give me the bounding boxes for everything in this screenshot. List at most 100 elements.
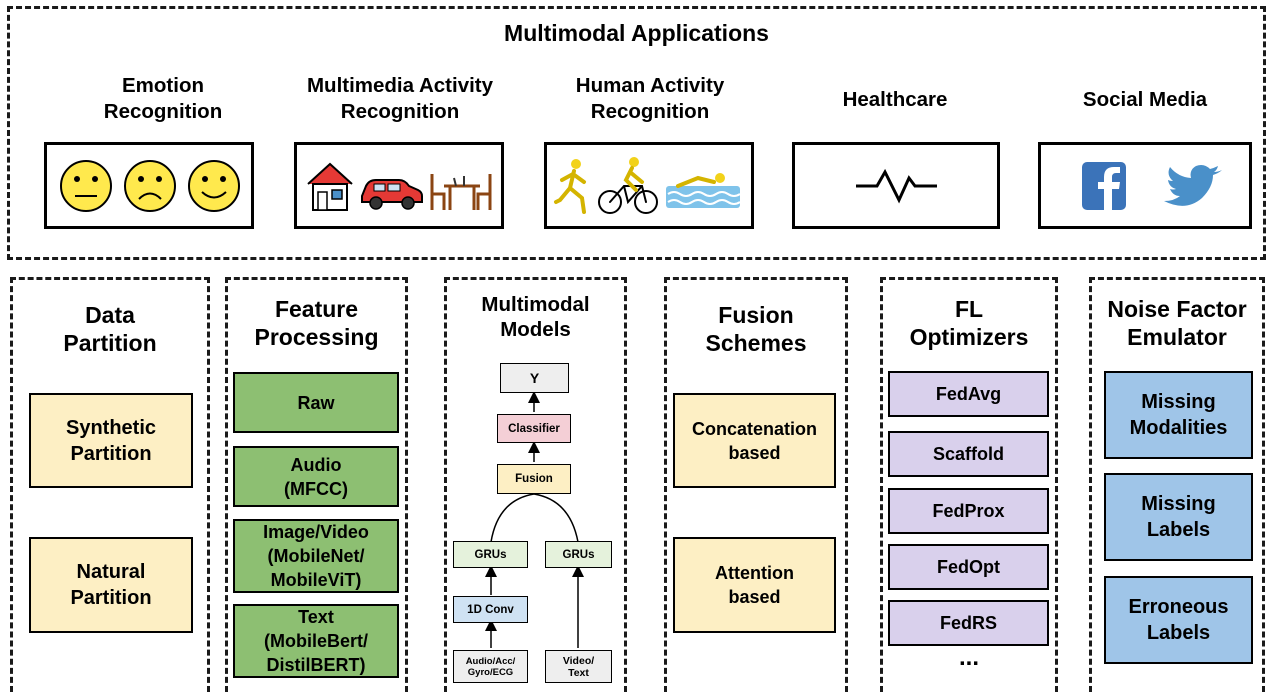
item-line: Raw xyxy=(297,392,335,413)
item-line: (MFCC) xyxy=(284,478,348,499)
noise-emulator-title: Noise Factor Emulator xyxy=(1089,295,1265,351)
app-label-line: Social Media xyxy=(1082,88,1208,111)
optimizer-fedavg: FedAvg xyxy=(888,371,1049,417)
facebook-icon xyxy=(1082,161,1126,210)
car-icon xyxy=(361,178,423,210)
panel-title-line: Emulator xyxy=(1127,324,1227,350)
model-input-video-text: Video/Text xyxy=(545,650,612,683)
cycling-person-icon xyxy=(598,156,658,214)
item-line: Text xyxy=(298,607,334,627)
item-line: Labels xyxy=(1146,622,1211,644)
model-input-sensors: Audio/Acc/Gyro/ECG xyxy=(453,650,528,683)
panel-title-line: Partition xyxy=(63,330,157,356)
node-label: GRUs xyxy=(562,548,595,561)
item-line: Concatenation xyxy=(691,418,817,439)
running-person-icon xyxy=(554,158,586,214)
emotion-icons-box xyxy=(44,142,254,229)
app-label-line: Multimedia Activity xyxy=(306,74,494,97)
dining-table-icon xyxy=(430,173,492,210)
item-line: Missing xyxy=(1141,391,1216,413)
node-label: Y xyxy=(529,370,540,386)
app-label-line: Recognition xyxy=(340,100,460,123)
panel-title-line: Fusion xyxy=(718,302,794,328)
node-label: Fusion xyxy=(515,473,553,485)
item-line: Audio xyxy=(290,454,342,475)
multimodal-models-panel xyxy=(444,277,627,692)
item-line: Partition xyxy=(70,587,152,609)
item-line: Image/Video xyxy=(263,522,369,542)
app-label-line: Recognition xyxy=(103,100,223,123)
human-activity-icons-box xyxy=(544,142,754,229)
audio-feature-box: Audio (MFCC) xyxy=(233,446,399,507)
optimizer-scaffold: Scaffold xyxy=(888,431,1049,477)
item-line: Erroneous xyxy=(1128,596,1229,618)
healthcare-icons-box xyxy=(792,142,1000,229)
model-gru-right: GRUs xyxy=(545,541,612,568)
item-line: (MobileNet/ xyxy=(267,546,365,566)
image-video-feature-box: Image/Video (MobileNet/MobileViT) xyxy=(233,519,399,593)
model-output-y: Y xyxy=(500,363,569,393)
item-line: Natural xyxy=(76,561,146,583)
node-label: Gyro/ECG xyxy=(467,666,514,678)
happy-face-icon xyxy=(188,159,240,212)
panel-title-line: Data xyxy=(85,302,135,328)
app-label-line: Healthcare xyxy=(842,88,948,111)
fusion-schemes-title: Fusion Schemes xyxy=(664,301,848,357)
item-line: Partition xyxy=(70,442,152,465)
model-fusion: Fusion xyxy=(497,464,571,494)
app-label-line: Recognition xyxy=(590,100,710,123)
app-label-social-media: Social Media xyxy=(1040,87,1250,113)
text-feature-box: Text (MobileBert/DistilBERT) xyxy=(233,604,399,678)
app-label-healthcare: Healthcare xyxy=(790,87,1000,113)
neutral-face-icon xyxy=(60,159,112,212)
house-icon xyxy=(307,162,353,211)
item-line: Attention xyxy=(715,563,794,583)
node-label: GRUs xyxy=(474,548,507,561)
optimizer-fedprox: FedProx xyxy=(888,488,1049,534)
item-line: (MobileBert/ xyxy=(263,631,368,651)
app-label-multimedia: Multimedia Activity Recognition xyxy=(270,73,530,125)
node-label: Audio/Acc/ xyxy=(465,655,516,667)
panel-title-line: Feature xyxy=(274,296,359,322)
node-label: Video/ xyxy=(562,654,595,667)
item-line: FedOpt xyxy=(937,557,1000,577)
social-media-icons-box xyxy=(1038,142,1252,229)
app-label-line: Emotion xyxy=(122,74,204,97)
swimming-person-icon xyxy=(666,172,741,208)
panel-title-line: Noise Factor xyxy=(1107,296,1247,322)
item-line: FedRS xyxy=(939,613,997,633)
twitter-icon xyxy=(1164,164,1222,206)
item-line: FedProx xyxy=(932,501,1005,521)
optimizer-fedrs: FedRS xyxy=(888,600,1049,646)
applications-title: Multimodal Applications xyxy=(504,20,769,46)
panel-title-line: Processing xyxy=(254,324,379,350)
noise-emulator-panel xyxy=(1089,277,1265,692)
panel-title-line: Models xyxy=(500,318,571,341)
item-line: FedAvg xyxy=(935,384,1002,404)
optimizer-fedopt: FedOpt xyxy=(888,544,1049,590)
item-line: Scaffold xyxy=(932,444,1004,464)
panel-title-line: Schemes xyxy=(705,330,807,356)
multimedia-icons-box xyxy=(294,142,504,229)
model-gru-left: GRUs xyxy=(453,541,528,568)
item-line: MobileViT) xyxy=(270,570,362,590)
optimizers-more-ellipsis: ... xyxy=(958,644,979,671)
fusion-schemes-panel xyxy=(664,277,848,692)
data-partition-title: Data Partition xyxy=(10,301,210,357)
heartbeat-icon xyxy=(856,168,937,203)
panel-title-line: Multimodal xyxy=(481,293,590,316)
node-label: Text xyxy=(568,666,589,679)
multimodal-models-title: Multimodal Models xyxy=(444,292,627,342)
item-line: Labels xyxy=(1146,519,1211,541)
sad-face-icon xyxy=(124,159,176,212)
model-1d-conv: 1D Conv xyxy=(453,596,528,623)
item-line: DistilBERT) xyxy=(266,655,366,675)
panel-title-line: Optimizers xyxy=(909,324,1029,350)
raw-feature-box: Raw xyxy=(233,372,399,433)
